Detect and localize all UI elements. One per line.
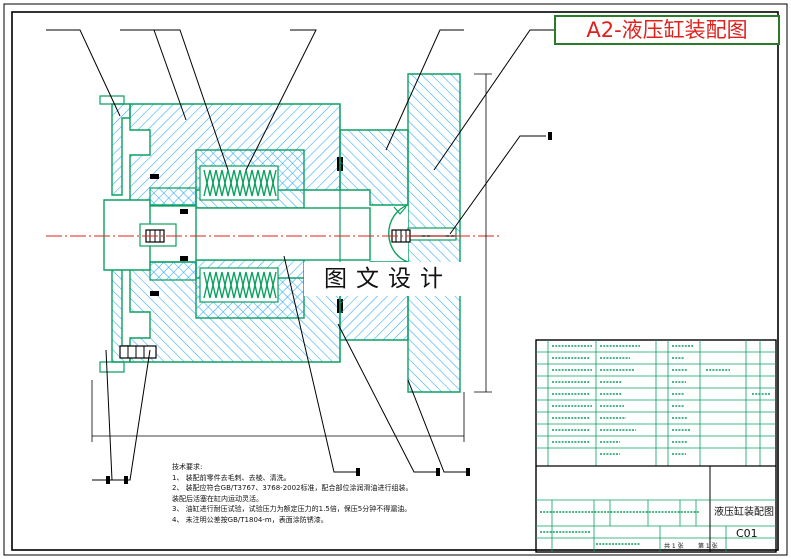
notes-heading: 技术要求: <box>172 463 203 471</box>
dimension-lines <box>91 73 492 442</box>
leader-endpoints <box>106 132 552 484</box>
title-block-grid <box>535 339 777 553</box>
inner-frame <box>11 11 779 551</box>
screw-bottom <box>119 345 157 359</box>
piston-rod <box>139 207 371 261</box>
end-cap <box>99 95 197 373</box>
drawing-title: A2-液压缸装配图 <box>554 15 780 45</box>
spring-top <box>203 169 277 197</box>
notes-line: 2、 装配应符合GB/T3767、3768-2002标准，配合部位涂润滑油进行组… <box>172 484 413 492</box>
title-block-drawing-code: C01 <box>736 527 758 540</box>
leader-lines <box>46 29 554 481</box>
parts-list-text <box>540 345 770 545</box>
spring-bottom <box>203 271 277 299</box>
notes-line: 1、 装配前零件去毛刺、去棱、清洗。 <box>172 473 291 482</box>
notes-line: 4、 未注明公差按GB/T1804-m，表面涂防锈漆。 <box>172 515 328 524</box>
technical-notes: 技术要求: 1、 装配前零件去毛刺、去棱、清洗。 2、 装配应符合GB/T376… <box>172 462 517 525</box>
watermark: 图文设计 <box>304 262 472 296</box>
title-block-sheet-total: 共 1 张 <box>664 543 684 550</box>
notes-line: 3、 油缸进行耐压试验，试验压力为额定压力的1.5倍，保压5分钟不得漏油。 <box>172 505 412 513</box>
title-block-drawing-name: 液压缸装配图 <box>714 507 774 517</box>
notes-line: 装配后活塞在缸内运动灵活。 <box>172 494 263 503</box>
title-block-sheet-no: 第 1 张 <box>698 543 718 550</box>
outer-frame <box>3 3 788 556</box>
